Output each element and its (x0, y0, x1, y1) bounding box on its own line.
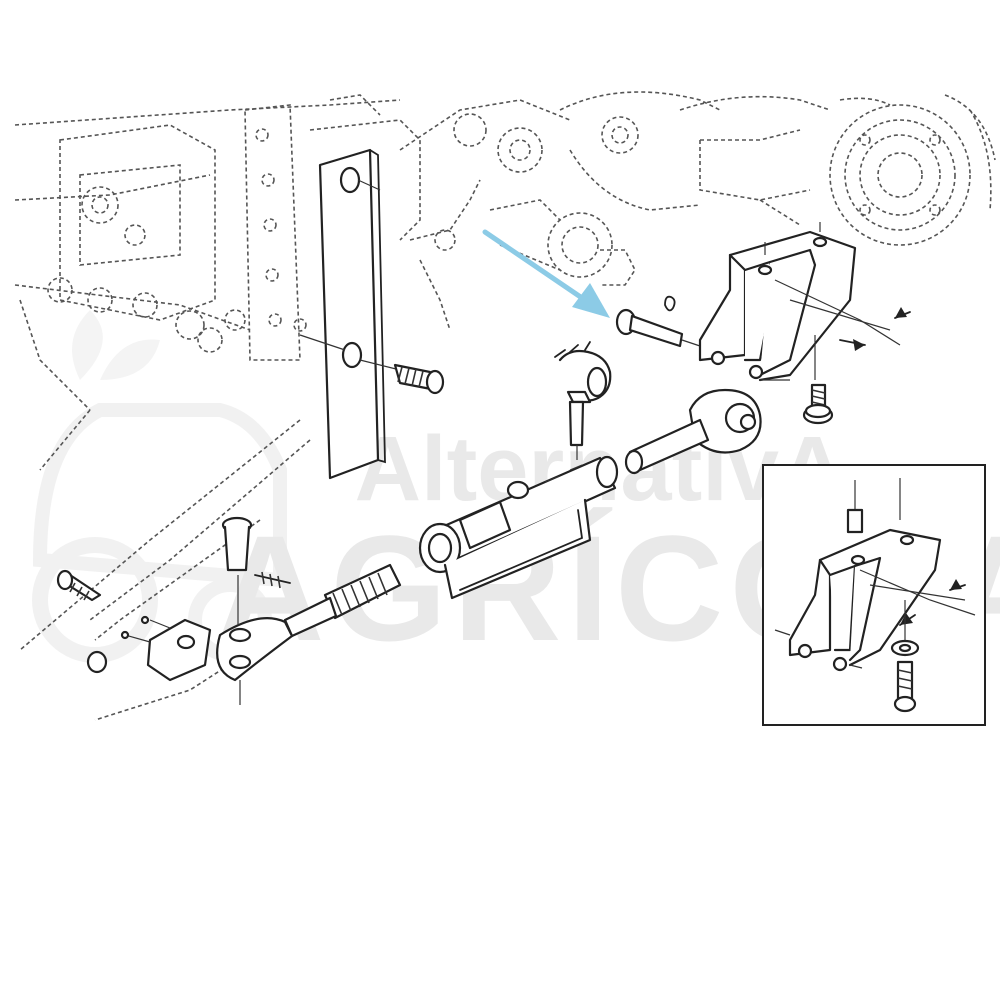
mounting-bracket (698, 222, 911, 382)
stabilizer-plate (299, 148, 401, 480)
top-link-assembly (216, 388, 762, 705)
latch-assembly (554, 341, 612, 460)
inset-detail (762, 464, 986, 726)
front-mounting-block (56, 569, 212, 682)
bracket-bolt (802, 383, 834, 425)
bracket-pin (615, 295, 701, 348)
clevis-pin (221, 516, 291, 625)
pointer-arrow (482, 229, 610, 318)
plate-bolt (393, 363, 445, 395)
